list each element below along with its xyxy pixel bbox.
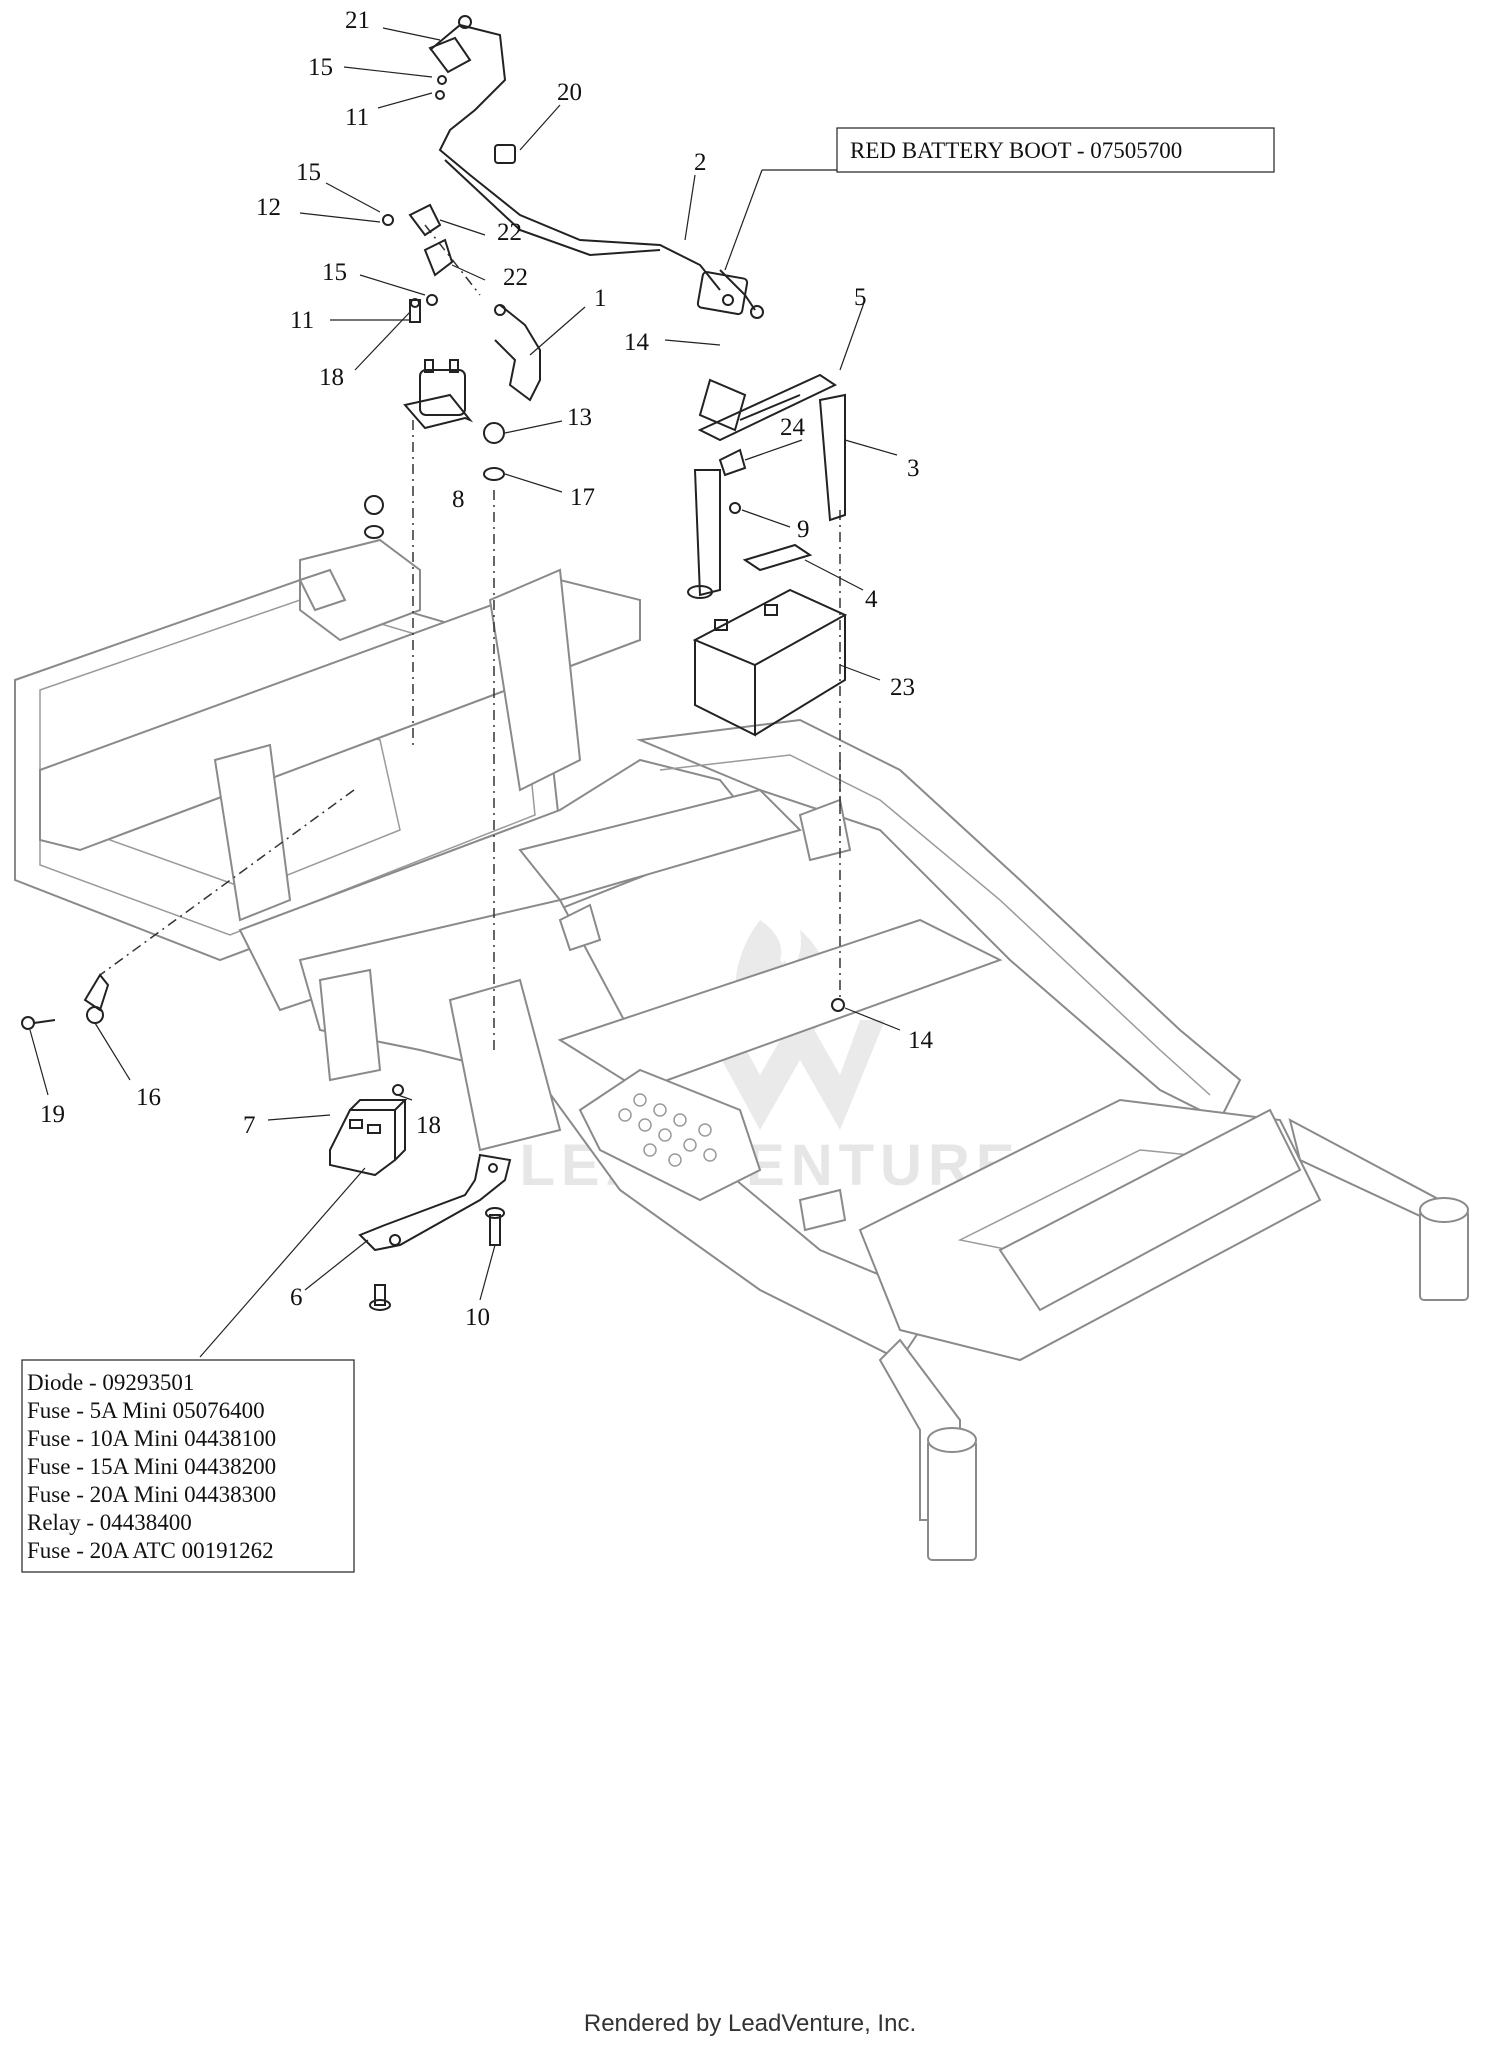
battery-pad-4 bbox=[742, 543, 813, 572]
callout-16: 16 bbox=[136, 1084, 161, 1111]
cable-clamp-16 bbox=[21, 973, 110, 1030]
battery-terminal-boot-21 bbox=[428, 36, 472, 100]
battery-boot-callout: RED BATTERY BOOT - 07505700 bbox=[836, 127, 1275, 173]
callout-11: 11 bbox=[345, 104, 369, 131]
hold-down-bracket-5 bbox=[697, 294, 838, 442]
fuse-bracket-6 bbox=[358, 1153, 512, 1311]
terminal-boot-22 bbox=[382, 203, 454, 277]
leader-lines bbox=[29, 27, 901, 1358]
callout-24: 24 bbox=[780, 414, 806, 441]
callout-23: 23 bbox=[890, 674, 915, 701]
washer-14 bbox=[831, 998, 845, 1012]
callout-14: 14 bbox=[624, 329, 650, 356]
callout-19: 19 bbox=[40, 1101, 65, 1128]
battery-boot-label: RED BATTERY BOOT - 07505700 bbox=[850, 138, 1182, 163]
fuse-block-7 bbox=[329, 1084, 408, 1177]
nut-washer bbox=[364, 422, 505, 539]
callout-9: 9 bbox=[797, 516, 810, 543]
parts-list-item: Diode - 09293501 bbox=[27, 1370, 194, 1395]
callout-15: 15 bbox=[308, 54, 333, 81]
callout-14: 14 bbox=[908, 1027, 934, 1054]
callout-12: 12 bbox=[256, 194, 281, 221]
fuse-parts-list: Diode - 09293501 Fuse - 5A Mini 05076400… bbox=[21, 1359, 355, 1573]
callout-17: 17 bbox=[570, 484, 595, 511]
battery-23 bbox=[692, 588, 848, 737]
callout-3: 3 bbox=[907, 455, 920, 482]
parts-list-item: Fuse - 15A Mini 04438200 bbox=[27, 1454, 276, 1479]
callout-15: 15 bbox=[322, 259, 347, 286]
solenoid-8 bbox=[403, 359, 474, 430]
callout-15: 15 bbox=[296, 159, 321, 186]
callout-20: 20 bbox=[557, 79, 582, 106]
callout-10: 10 bbox=[465, 1304, 490, 1331]
render-credit: Rendered by LeadVenture, Inc. bbox=[583, 2010, 917, 2037]
battery-cable-1 bbox=[494, 304, 541, 402]
mower-frame bbox=[14, 538, 1469, 1561]
parts-list-item: Relay - 04438400 bbox=[27, 1510, 192, 1535]
callout-22: 22 bbox=[503, 264, 528, 291]
hold-down-rods bbox=[687, 393, 846, 599]
callout-21: 21 bbox=[345, 7, 370, 34]
callouts: 21 15 11 20 2 15 12 22 15 22 1 11 18 14 … bbox=[40, 7, 934, 1331]
callout-11: 11 bbox=[290, 307, 314, 334]
callout-22: 22 bbox=[497, 219, 522, 246]
parts-list-item: Fuse - 5A Mini 05076400 bbox=[27, 1398, 265, 1423]
parts-list-item: Fuse - 10A Mini 04438100 bbox=[27, 1426, 276, 1451]
callout-1: 1 bbox=[594, 285, 607, 312]
callout-18: 18 bbox=[319, 364, 344, 391]
callout-8: 8 bbox=[452, 486, 465, 513]
small-hardware bbox=[409, 294, 438, 323]
callout-7: 7 bbox=[243, 1112, 256, 1139]
callout-5: 5 bbox=[854, 284, 867, 311]
callout-4: 4 bbox=[865, 586, 878, 613]
alignment-lines bbox=[99, 224, 841, 1050]
callout-13: 13 bbox=[567, 404, 592, 431]
callout-2: 2 bbox=[694, 149, 707, 176]
callout-6: 6 bbox=[290, 1284, 303, 1311]
parts-list-item: Fuse - 20A Mini 04438300 bbox=[27, 1482, 276, 1507]
parts-list-item: Fuse - 20A ATC 00191262 bbox=[27, 1538, 274, 1563]
wire-harness bbox=[429, 15, 764, 319]
callout-18: 18 bbox=[416, 1112, 441, 1139]
